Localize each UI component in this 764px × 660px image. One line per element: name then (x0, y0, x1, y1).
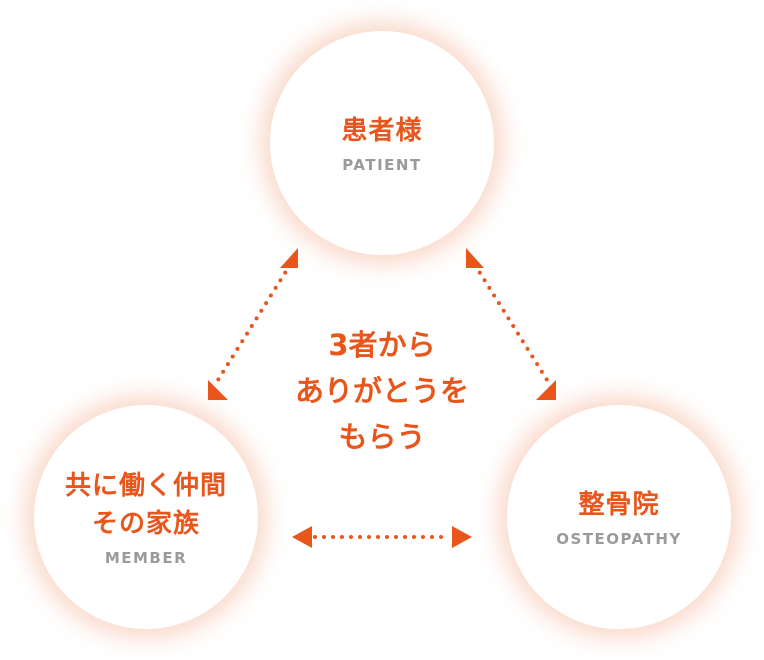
node-member: 共に働く仲間 その家族 MEMBER (34, 405, 258, 629)
center-line1: 3者から (328, 328, 436, 362)
patient-en-label: PATIENT (342, 156, 422, 174)
osteopathy-label: 整骨院 (578, 490, 660, 520)
arrowhead-icon (536, 380, 556, 400)
osteopathy-en-label: OSTEOPATHY (556, 530, 682, 548)
arrowhead-icon (466, 248, 484, 268)
node-osteopathy: 整骨院 OSTEOPATHY (507, 405, 731, 629)
arrowhead-icon (292, 526, 312, 548)
member-en-label: MEMBER (104, 549, 188, 567)
patient-label: 患者様 (341, 116, 423, 146)
node-patient: 患者様 PATIENT (270, 31, 494, 255)
member-label-line2: その家族 (91, 509, 200, 539)
member-label-line1: 共に働く仲間 (64, 471, 227, 501)
arrowhead-icon (452, 526, 472, 548)
center-line3: もらう (338, 420, 426, 454)
center-message: 3者から ありがとうを もらう (262, 322, 502, 460)
arrowhead-icon (208, 380, 228, 400)
arrowhead-icon (280, 248, 298, 268)
center-line2: ありがとうを (294, 374, 469, 408)
